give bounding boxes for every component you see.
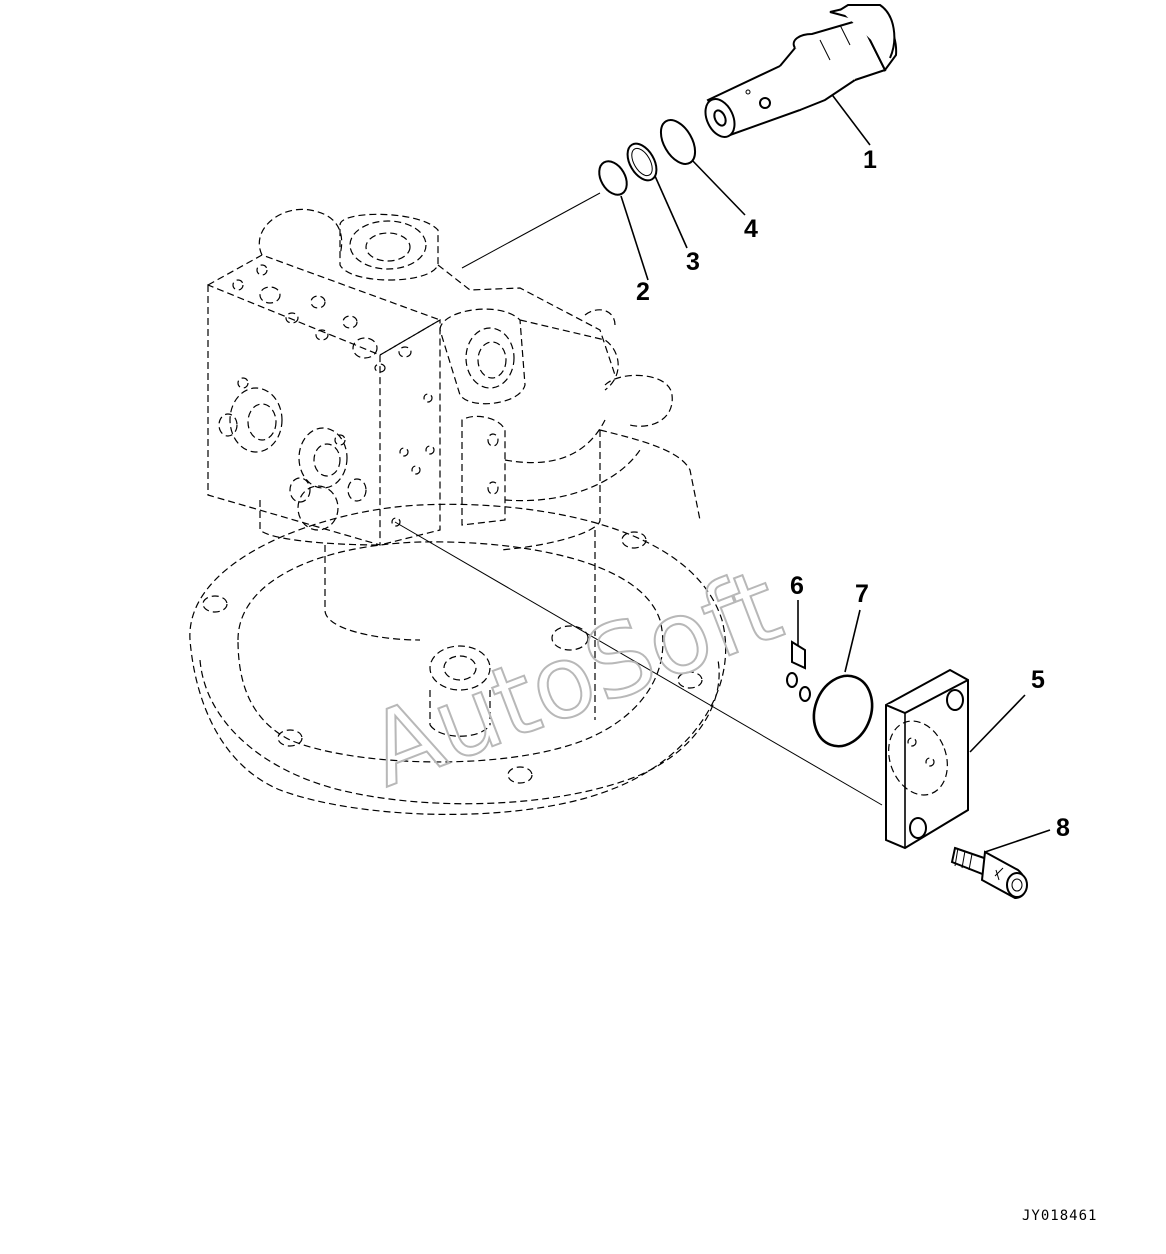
motor-housing — [189, 208, 727, 816]
o-ring-part-2 — [598, 160, 628, 196]
backup-ring-part-3 — [626, 142, 658, 182]
figure-code: JY018461 — [1022, 1208, 1097, 1224]
callout-6: 6 — [790, 572, 804, 600]
plug-part-6 — [786, 640, 811, 702]
callout-7: 7 — [855, 580, 869, 608]
callout-8: 8 — [1056, 814, 1070, 842]
cover-plate-part-5 — [885, 668, 969, 850]
callout-5: 5 — [1031, 666, 1045, 694]
o-ring-part-4 — [659, 119, 697, 165]
leader-lines — [394, 91, 1051, 853]
watermark: AutoSoft — [353, 546, 796, 809]
callout-3: 3 — [686, 248, 700, 276]
valve-cartridge-part-1 — [704, 3, 898, 138]
callout-1: 1 — [863, 146, 877, 174]
callout-2: 2 — [636, 278, 650, 306]
bolt-part-8 — [950, 846, 1028, 900]
callout-4: 4 — [744, 215, 758, 243]
o-ring-part-7 — [812, 674, 874, 748]
